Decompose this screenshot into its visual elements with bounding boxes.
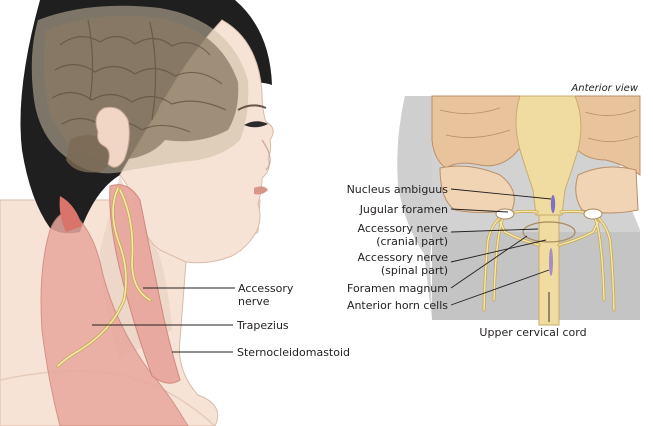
trapezius-top xyxy=(59,196,82,232)
view-label: Anterior view xyxy=(570,83,638,94)
skull-bone-lower-left xyxy=(439,165,515,213)
eye xyxy=(244,121,268,128)
jugular-foramen-right xyxy=(583,208,603,220)
label-cranial-part-line2: (cranial part) xyxy=(376,235,448,248)
bone-texture xyxy=(439,107,639,142)
label-anterior-horn-cells: Anterior horn cells xyxy=(347,299,448,312)
label-trapezius: Trapezius xyxy=(236,319,289,332)
label-jugular-foramen: Jugular foramen xyxy=(359,203,448,216)
head-leader-lines xyxy=(92,287,235,353)
label-accessory-nerve-line1: Accessory xyxy=(238,282,294,295)
label-upper-cervical-cord: Upper cervical cord xyxy=(479,326,586,339)
brainstem xyxy=(515,95,582,216)
label-spinal-part-line1: Accessory nerve xyxy=(358,251,449,264)
lips xyxy=(254,186,268,195)
label-accessory-nerve-line2: nerve xyxy=(238,295,270,308)
skull-bone-lower-right xyxy=(575,166,639,214)
jugular-foramen-left xyxy=(495,208,515,220)
skull-bone-left xyxy=(431,95,526,169)
label-nucleus-ambiguus: Nucleus ambiguus xyxy=(347,183,449,196)
eyebrow xyxy=(237,104,267,111)
ear xyxy=(95,106,130,168)
head-illustration xyxy=(0,0,274,426)
sternocleidomastoid-muscle xyxy=(109,184,181,384)
label-spinal-part-line2: (spinal part) xyxy=(381,264,448,277)
foramen-magnum-ring xyxy=(522,221,576,243)
label-cranial-part-line1: Accessory nerve xyxy=(358,222,449,235)
brainstem-leader-lines xyxy=(450,188,552,322)
gray-lower xyxy=(432,232,640,320)
label-foramen-magnum: Foramen magnum xyxy=(347,282,448,295)
nose xyxy=(261,139,271,171)
brainstem-illustration xyxy=(397,95,641,326)
nucleus-ambiguus-marker xyxy=(550,195,556,213)
label-sternocleidomastoid: Sternocleidomastoid xyxy=(237,346,350,359)
anterior-horn-marker xyxy=(549,248,553,276)
